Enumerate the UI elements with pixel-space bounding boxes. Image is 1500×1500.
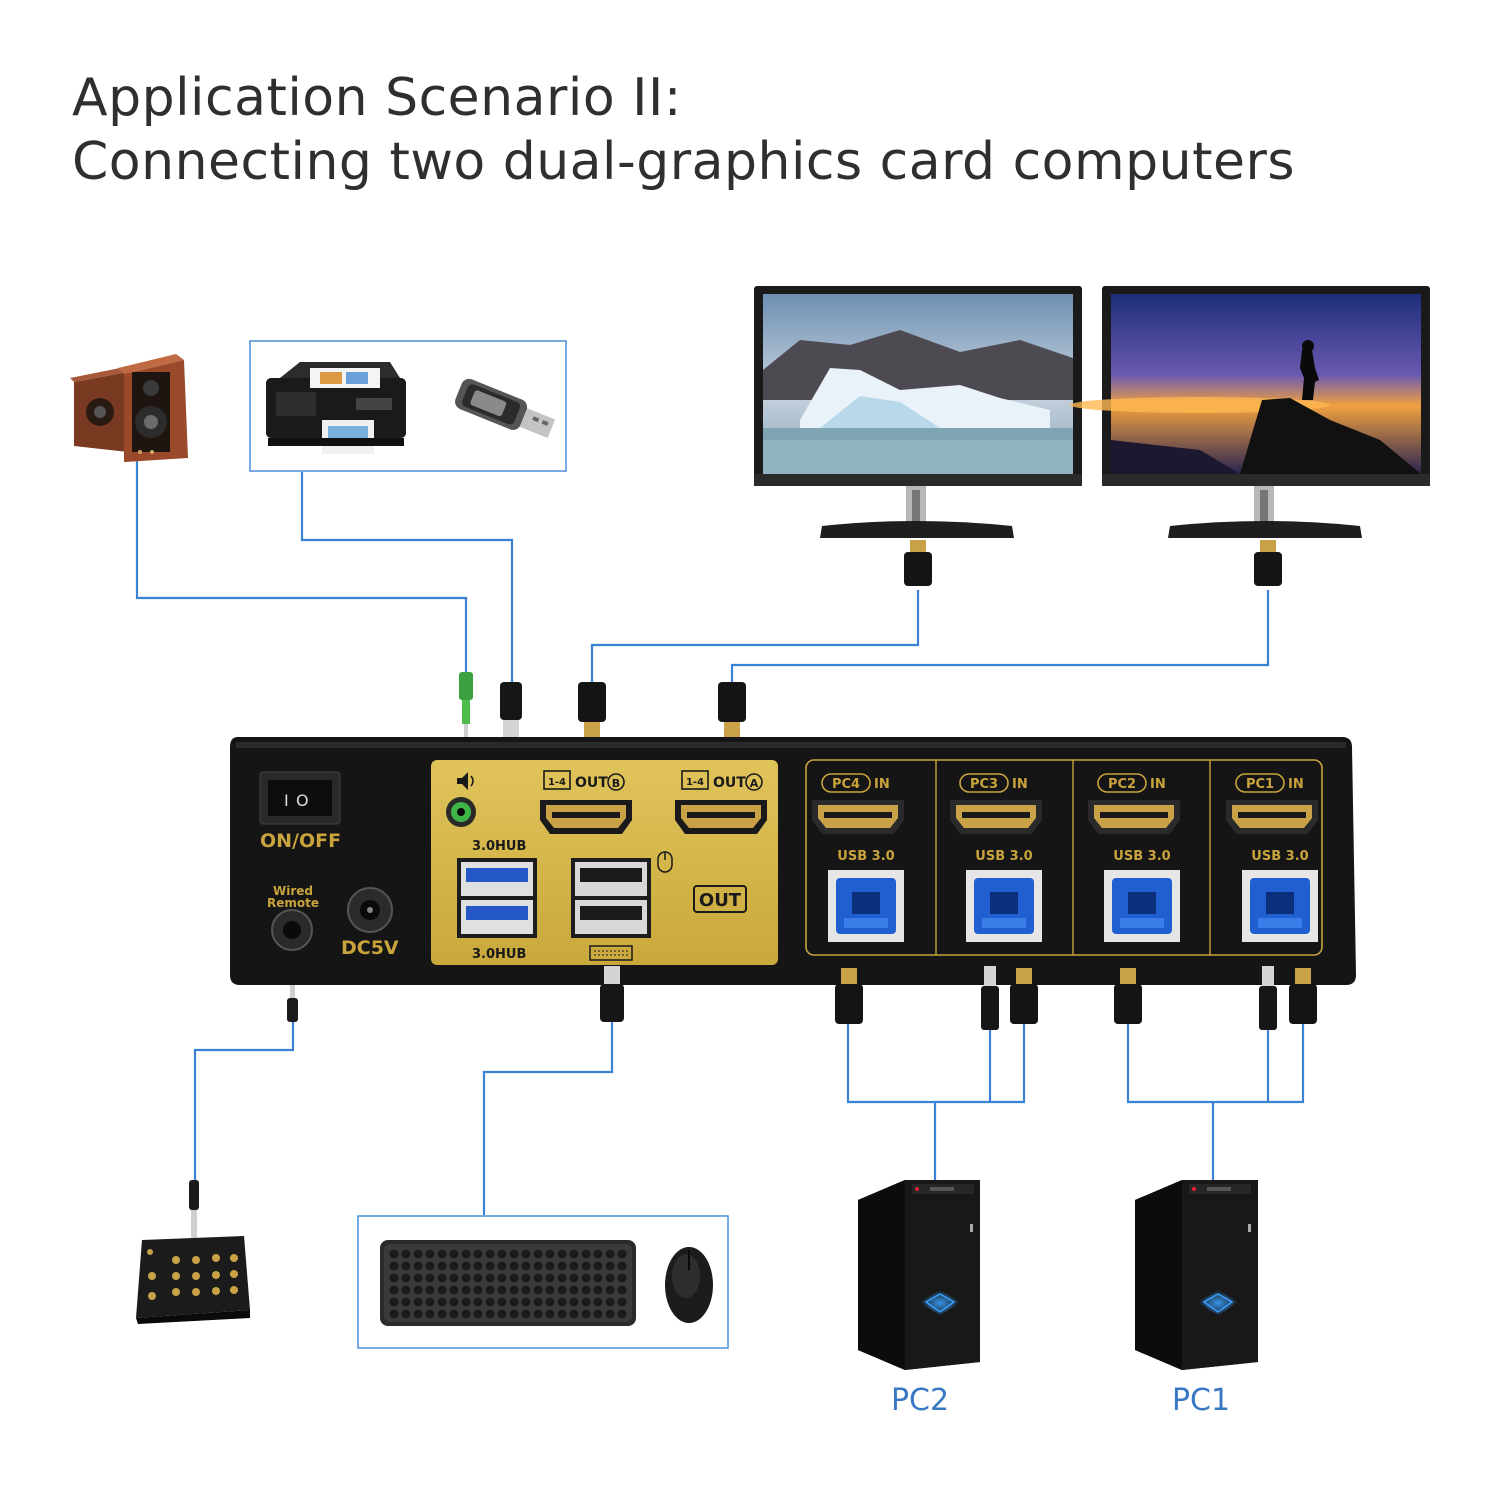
pc-input-label: PC4 — [832, 777, 860, 792]
mouse-device — [665, 1247, 713, 1323]
display-icon-out-b: 1-4 — [543, 770, 571, 790]
pc-tower-pc2 — [858, 1180, 980, 1370]
usb-b-port[interactable] — [828, 870, 904, 942]
hdmi-in-port[interactable] — [812, 800, 904, 834]
pc2-label: PC2 — [891, 1383, 949, 1418]
hdmi-plug-monitor-2 — [1254, 540, 1282, 586]
pc-input-label: PC3 — [970, 777, 998, 792]
audio-plug-remote — [287, 985, 298, 1022]
keyboard-icon — [589, 945, 633, 961]
pc-badge — [1235, 773, 1285, 793]
cable-lines — [135, 460, 1305, 1215]
usb-b-port[interactable] — [1242, 870, 1318, 942]
usb-plug-keyboard — [600, 966, 624, 1022]
audio-plug — [459, 672, 473, 738]
heading-line-1: Application Scenario II: — [72, 68, 682, 128]
keyboard-mouse-usb-ports[interactable] — [571, 858, 651, 938]
heading-line-2: Connecting two dual-graphics card comput… — [72, 132, 1295, 192]
pc-input-in-label: IN — [1150, 777, 1166, 792]
usb-devices-box — [249, 340, 567, 472]
pc-input-in-label: IN — [1012, 777, 1028, 792]
pc-badge — [1097, 773, 1147, 793]
hdmi-plug-out-b — [578, 682, 606, 738]
hdmi-in-port[interactable] — [1226, 800, 1318, 834]
pc1-label: PC1 — [1172, 1383, 1230, 1418]
pc-input-frame — [805, 759, 1323, 956]
hub-label-top: 3.0HUB — [472, 839, 526, 854]
keyboard-mouse-box — [357, 1215, 729, 1349]
usb-3-hub-ports[interactable] — [457, 858, 537, 938]
out-a-label: OUT — [713, 775, 746, 791]
usb-3-label: USB 3.0 — [975, 849, 1032, 864]
pc-input-groups: PC4 IN USB 3.0 PC3 IN USB 3.0 PC2 IN USB 3.0 PC1 I… — [812, 773, 1318, 942]
hdmi-out-a-port[interactable] — [675, 800, 767, 834]
hdmi-plug-monitor-1 — [904, 540, 932, 586]
power-label: ON/OFF — [260, 830, 341, 852]
pc-input-in-label: IN — [874, 777, 890, 792]
usb-b-port[interactable] — [1104, 870, 1180, 942]
pc-tower-pc1 — [1135, 1180, 1258, 1370]
keyboard-icon-device — [380, 1240, 636, 1326]
out-a-letter: A — [750, 777, 759, 790]
speakers-icon — [70, 354, 188, 462]
pc-input-label: PC1 — [1246, 777, 1274, 792]
usb-3-label: USB 3.0 — [1251, 849, 1308, 864]
usb-b-port[interactable] — [966, 870, 1042, 942]
out-label: OUT — [699, 890, 742, 911]
hub-label-bottom: 3.0HUB — [472, 947, 526, 962]
monitor-2 — [1070, 286, 1430, 538]
pc-input-1: PC4 IN USB 3.0 — [812, 773, 904, 942]
pc-input-4: PC1 IN USB 3.0 — [1226, 773, 1318, 942]
hdmi-out-b-port[interactable] — [540, 800, 632, 834]
printer-icon — [266, 362, 406, 454]
svg-text:I: I — [284, 791, 289, 810]
usb-3-label: USB 3.0 — [1113, 849, 1170, 864]
pc-input-3: PC2 IN USB 3.0 — [1088, 773, 1180, 942]
wired-remote-keypad — [136, 1180, 250, 1324]
out-b-letter: B — [612, 777, 620, 790]
pc-input-2: PC3 IN USB 3.0 — [950, 773, 1042, 942]
pc-input-label: PC2 — [1108, 777, 1136, 792]
display-icon-out-a: 1-4 — [681, 770, 709, 790]
dc-label: DC5V — [341, 937, 399, 959]
pc2-cables — [835, 966, 1038, 1030]
hdmi-plug-out-a — [718, 682, 746, 738]
pc1-cables — [1114, 966, 1317, 1030]
usb-flash-drive-icon — [455, 378, 556, 439]
remote-label-2: Remote — [267, 896, 319, 910]
pc-badge — [959, 773, 1009, 793]
out-b-label: OUT — [575, 775, 608, 791]
pc-badge — [821, 773, 871, 793]
mouse-icon — [657, 851, 673, 873]
hdmi-in-port[interactable] — [1088, 800, 1180, 834]
svg-text:O: O — [296, 791, 309, 810]
monitor-1 — [754, 286, 1082, 538]
remote-label-1: Wired — [273, 884, 313, 898]
kvm-switch: I O ON/OFF Wired Remote DC5V 3.0HUB 3.0H… — [230, 737, 1356, 985]
usb-plug-hub — [500, 682, 522, 738]
usb-3-label: USB 3.0 — [837, 849, 894, 864]
speaker-icon — [457, 772, 474, 790]
display-icon-out-a-text: 1-4 — [686, 777, 704, 788]
pc-input-in-label: IN — [1288, 777, 1304, 792]
hdmi-in-port[interactable] — [950, 800, 1042, 834]
display-icon-out-b-text: 1-4 — [548, 777, 566, 788]
